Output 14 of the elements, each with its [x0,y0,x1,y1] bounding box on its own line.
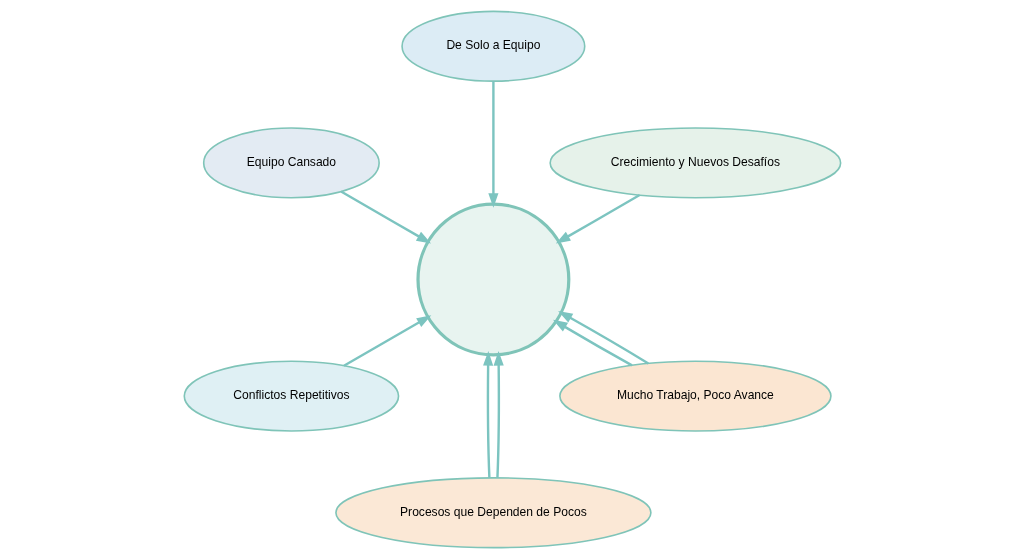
arrow [487,81,498,208]
arrow [482,351,493,478]
arrow [339,190,431,244]
node-ellipse: Equipo Cansado [202,127,380,199]
node-ellipse: De Solo a Equipo [400,10,586,82]
node-ellipse: Procesos que Dependen de Pocos [334,477,652,549]
arrow [342,315,431,367]
arrow [555,194,640,244]
arrow [493,351,504,478]
arrow [557,311,649,365]
node-ellipse: Conflictos Repetitivos [182,360,399,432]
node-ellipse: Crecimiento y Nuevos Desafíos [548,127,841,199]
arrow [552,319,633,367]
node-ellipse: Mucho Trabajo, Poco Avance [558,360,832,432]
